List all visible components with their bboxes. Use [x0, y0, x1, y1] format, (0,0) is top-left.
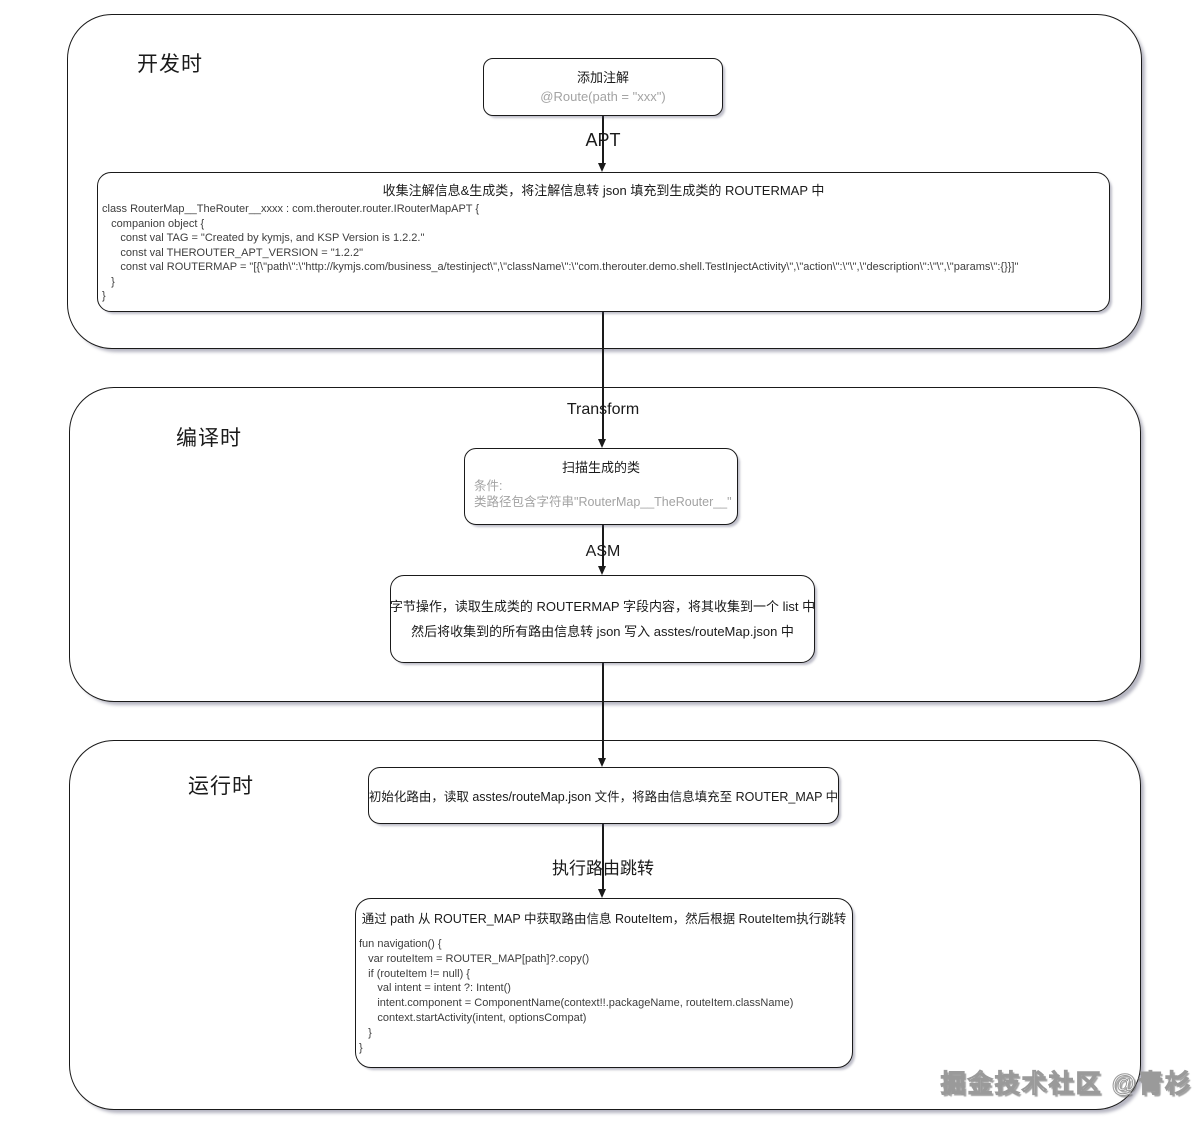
- stage-label-runtime: 运行时: [188, 775, 254, 798]
- apt-box-title: 收集注解信息&生成类，将注解信息转 json 填充到生成类的 ROUTERMAP…: [382, 183, 825, 198]
- arrowhead-transform: [598, 439, 606, 448]
- edge-label-asm: ASM: [585, 543, 621, 560]
- watermark-text: 掘金技术社区 @青杉: [940, 1070, 1192, 1099]
- edge-init-to-navigate: [602, 824, 604, 889]
- node-add-annotation: 添加注解 @Route(path = "xxx"): [483, 58, 723, 116]
- node-navigation-code: 通过 path 从 ROUTER_MAP 中获取路由信息 RouteItem，然…: [355, 898, 853, 1068]
- stage-container-compile: [69, 387, 1141, 702]
- node-asm-bytecode: 字节操作，读取生成类的 ROUTERMAP 字段内容，将其收集到一个 list …: [390, 575, 815, 663]
- init-router-text: 初始化路由，读取 asstes/routeMap.json 文件，将路由信息填充…: [368, 790, 839, 804]
- node-init-router: 初始化路由，读取 asstes/routeMap.json 文件，将路由信息填充…: [368, 767, 839, 824]
- edge-label-route-jump: 执行路由跳转: [552, 859, 654, 878]
- stage-label-compile: 编译时: [176, 427, 242, 450]
- scan-condition-label: 条件:: [474, 479, 503, 493]
- node-apt-generated-class: 收集注解信息&生成类，将注解信息转 json 填充到生成类的 ROUTERMAP…: [97, 172, 1110, 312]
- edge-annotate-to-apt: [602, 116, 604, 164]
- apt-box-code: class RouterMap__TheRouter__xxxx : com.t…: [102, 203, 1019, 302]
- edge-label-transform: Transform: [566, 401, 640, 418]
- scan-class-title: 扫描生成的类: [561, 460, 640, 475]
- navigation-title: 通过 path 从 ROUTER_MAP 中获取路由信息 RouteItem，然…: [361, 912, 847, 926]
- stage-container-runtime: [69, 740, 1141, 1110]
- edge-label-apt: APT: [585, 130, 621, 150]
- asm-box-line2: 然后将收集到的所有路由信息转 json 写入 asstes/routeMap.j…: [411, 624, 794, 639]
- add-annotation-code: @Route(path = "xxx"): [540, 89, 666, 104]
- edge-apt-to-scan: [602, 312, 604, 439]
- node-scan-class: 扫描生成的类 条件: 类路径包含字符串"RouterMap__TheRouter…: [464, 448, 738, 525]
- asm-box-line1: 字节操作，读取生成类的 ROUTERMAP 字段内容，将其收集到一个 list …: [389, 599, 816, 614]
- stage-label-dev: 开发时: [137, 53, 203, 76]
- arrowhead-navigate: [598, 889, 606, 898]
- edge-asm-to-init: [602, 663, 604, 758]
- add-annotation-title: 添加注解: [576, 70, 629, 85]
- arrowhead-apt: [598, 163, 606, 172]
- stage-container-dev: [67, 14, 1142, 349]
- arrowhead-init: [598, 758, 606, 767]
- arrowhead-asm: [598, 566, 606, 575]
- edge-scan-to-asm: [602, 525, 604, 566]
- navigation-code: fun navigation() { var routeItem = ROUTE…: [359, 938, 794, 1054]
- scan-condition-text: 类路径包含字符串"RouterMap__TheRouter__": [474, 495, 732, 509]
